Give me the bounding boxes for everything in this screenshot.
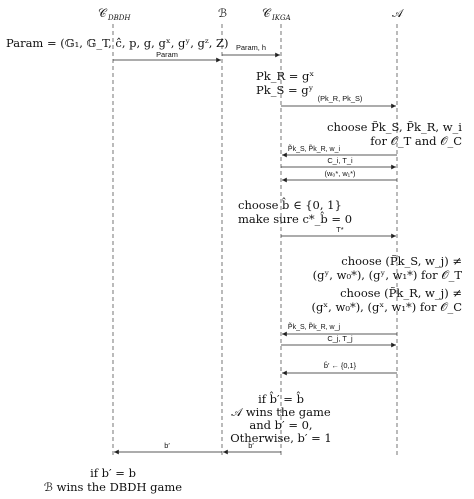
msg-label-b-prime-ikga: b′ (248, 441, 254, 450)
note-choose-bhat: choose b̂ ∈ {0, 1} (238, 198, 342, 212)
svg-text:IKGA: IKGA (271, 14, 291, 22)
msg-label-challenge-words: (w₀*, w₁*) (324, 169, 355, 178)
note-a-wins: 𝒜 wins the game (231, 405, 331, 419)
msg-label-response-i: C_i, T_i (327, 156, 353, 165)
msg-label-challenge-trapdoor: T* (336, 225, 344, 234)
note-b-wins: ℬ wins the DBDH game (44, 480, 182, 494)
note-if-b: if b′ = b (90, 466, 136, 480)
note-otherwise: Otherwise, b′ = 1 (230, 431, 332, 445)
note-choose-forged-keys: choose P̃k_S, P̃k_R, w_i (327, 120, 462, 134)
note-make-sure: make sure c*_b̂ = 0 (238, 212, 352, 226)
svg-text:DBDH: DBDH (107, 14, 131, 22)
note-param-definition: Param = (𝔾₁, 𝔾_T, ĉ, p, g, gˣ, gʸ, gᶻ, Z… (6, 36, 229, 50)
note-and-b0: and b′ = 0, (249, 418, 312, 432)
msg-label-param: Param (156, 50, 178, 59)
msg-label-param-h: Param, h (236, 43, 266, 52)
note-choose-pks-wj: choose (P̃k_S, w_j) ≠ (341, 254, 462, 268)
svg-text:ℬ: ℬ (218, 6, 227, 20)
msg-label-query-j: P̃k_S, P̃k_R, w_j (288, 323, 341, 331)
msg-label-public-keys: (Pk_R, Pk_S) (318, 94, 363, 103)
note-choose-pkr-wj: choose (P̃k_R, w_j) ≠ (340, 286, 462, 300)
svg-text:𝒜: 𝒜 (392, 6, 405, 20)
note-pk-r: Pk_R = gˣ (256, 69, 314, 83)
svg-text:𝒞: 𝒞 (262, 6, 272, 20)
participant-b: ℬ (218, 6, 227, 20)
participant-a: 𝒜 (392, 6, 405, 20)
msg-label-query-i: P̃k_S, P̃k_R, w_i (288, 145, 341, 153)
participant-ikga: 𝒞 IKGA (262, 6, 291, 22)
msg-label-guess: b̂′ ← {0,1} (324, 361, 357, 370)
note-condition-oc: (gˣ, w₀*), (gˣ, w₁*) for 𝒪_C (311, 300, 462, 314)
note-pk-s: Pk_S = gʸ (256, 83, 314, 97)
msg-label-b-prime-b: b′ (164, 441, 170, 450)
participant-dbdh: 𝒞 DBDH (98, 6, 131, 22)
note-for-oracles: for 𝒪_T and 𝒪_C (370, 134, 462, 148)
note-if-bhat: if b̂′ = b̂ (258, 392, 304, 406)
msg-label-response-j: C_j, T_j (327, 334, 353, 343)
svg-text:𝒞: 𝒞 (98, 6, 108, 20)
note-condition-ot: (gʸ, w₀*), (gʸ, w₁*) for 𝒪_T (313, 268, 463, 282)
